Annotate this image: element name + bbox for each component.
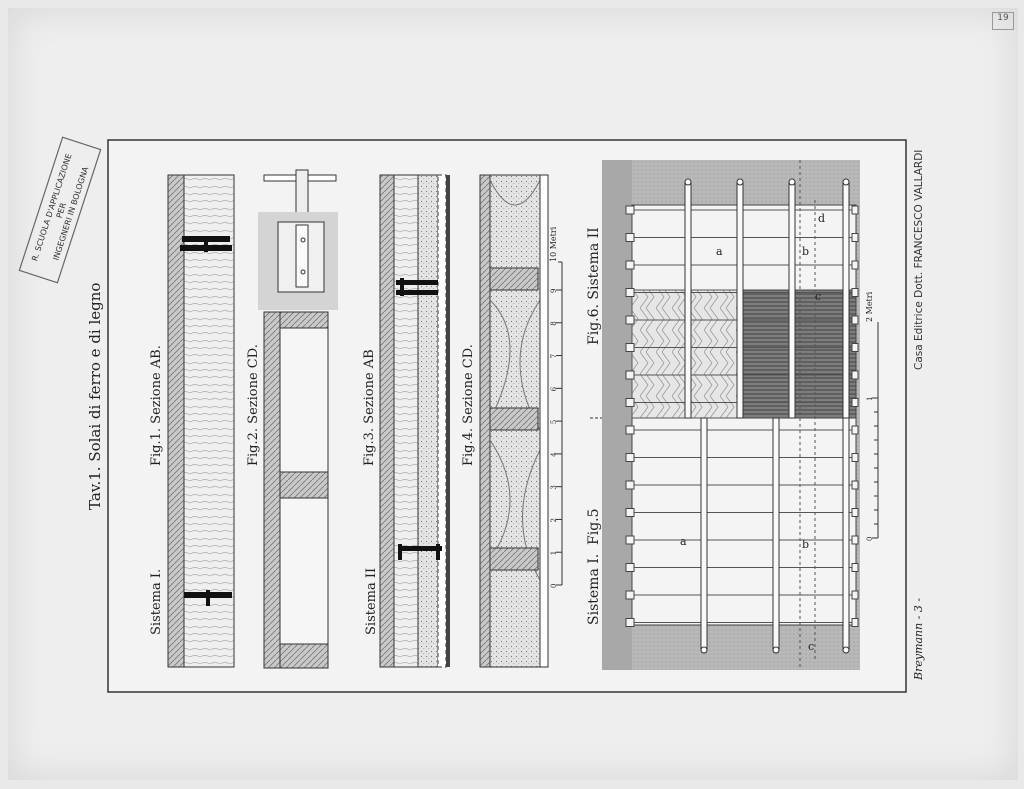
joist-end-right	[851, 425, 859, 435]
beam-anchor-upper	[842, 178, 850, 186]
sistema-1-label: Sistema I.	[149, 569, 164, 635]
beam-anchor-lower	[700, 646, 708, 654]
fig6-label: Fig.6. Sistema II	[586, 227, 602, 345]
beam-anchor-upper	[788, 178, 796, 186]
scale-upper-tick-label: 9	[550, 289, 558, 293]
scale-upper-tick-label: 8	[550, 321, 558, 325]
plan-beam-lower	[700, 417, 708, 651]
scale-lower-tick-label: 0	[866, 537, 874, 541]
joist-end-left	[625, 480, 635, 490]
fig5-sistema-label: Sistema I.	[586, 554, 602, 625]
library-stamp: R. SCUOLA D'APPLICAZIONE PER INGEGNERI I…	[18, 136, 102, 284]
joist-end-left	[625, 260, 635, 270]
plan-beam-upper	[788, 181, 796, 419]
joist-end-left	[625, 590, 635, 600]
fig1-label: Fig.1. Sezione AB.	[149, 345, 164, 466]
joist-end-right	[851, 618, 859, 627]
joist-end-right	[851, 370, 859, 380]
beam-anchor-upper	[684, 178, 692, 186]
fig4-section	[479, 174, 549, 668]
plate-title: Tav.1. Solai di ferro e di legno	[86, 283, 104, 510]
joist-end-left	[625, 508, 635, 517]
joist-end-left	[625, 618, 635, 627]
fig3-label: Fig.3. Sezione AB	[362, 349, 377, 466]
joist-end-left	[625, 233, 635, 242]
joist-end-right	[851, 590, 859, 600]
scale-upper-tick-label: 4	[550, 452, 558, 457]
joist-end-right	[851, 535, 859, 545]
joist-end-right	[851, 260, 859, 270]
scale-upper-tick-label: 7	[550, 354, 558, 358]
plan-letter-c-bottom: c	[808, 640, 814, 653]
scale-upper-tick-label: 3	[550, 485, 558, 489]
scale-upper-tick-label: 2	[550, 518, 558, 522]
scale-upper-tick-label: 1	[550, 551, 558, 555]
joist-end-left	[625, 288, 635, 297]
joist-end-left	[625, 315, 635, 325]
plan-beam-upper	[684, 181, 692, 419]
joist-end-left	[625, 563, 635, 572]
beam-anchor-lower	[772, 646, 780, 654]
joist-end-right	[851, 315, 859, 325]
plan-letter-d-top: d	[818, 212, 825, 225]
plan-beam-upper	[842, 181, 850, 419]
beam-anchor-upper	[736, 178, 744, 186]
fig3-section	[379, 174, 450, 668]
fig2-label: Fig.2. Sezione CD.	[246, 344, 261, 466]
publisher-credit: Casa Editrice Dott. FRANCESCO VALLARDI	[913, 150, 925, 370]
joist-end-left	[625, 425, 635, 435]
page-number-tab: 19	[992, 12, 1014, 30]
plan-letter-a-bottom: a	[680, 535, 687, 548]
fig1-section	[167, 174, 235, 668]
scale-lower-tick-label: 1	[866, 397, 874, 401]
author-mark: Breymann - 3 -	[912, 598, 925, 681]
beam-anchor-lower	[842, 646, 850, 654]
fig4-label: Fig.4. Sezione CD.	[461, 344, 476, 466]
joist-end-left	[625, 535, 635, 545]
floor-plan: a b c d a b c	[602, 160, 860, 670]
sistema-2-label: Sistema II	[364, 568, 379, 635]
fig5-label: Fig.5	[586, 508, 602, 545]
scale-upper-tick-label: 6	[550, 386, 558, 391]
joist-end-right	[851, 205, 859, 215]
plan-beam-upper	[736, 181, 744, 419]
joist-end-right	[851, 480, 859, 490]
scale-upper-tick-label: 0	[550, 584, 558, 588]
plan-letter-b-bottom: b	[802, 538, 809, 551]
joist-end-right	[851, 343, 859, 352]
scale-bar-upper: 10 Metri 0 1 2 3 4 5 6 7 8 9	[549, 226, 563, 588]
joist-end-left	[625, 205, 635, 215]
plan-beam-lower	[772, 417, 780, 651]
scale-bar-lower: 2 Metri 0 1	[865, 291, 879, 541]
scale-upper-tick-label: 5	[550, 420, 558, 424]
joist-end-left	[625, 370, 635, 380]
scale-upper-unit: 10 Metri	[549, 226, 558, 262]
joist-end-right	[851, 288, 859, 297]
plan-letter-a-top: a	[716, 245, 723, 258]
joist-end-right	[851, 453, 859, 462]
plan-beam-lower	[842, 417, 850, 651]
plan-letter-c-top: c	[815, 290, 821, 303]
joist-end-right	[851, 508, 859, 517]
joist-end-left	[625, 343, 635, 352]
scale-lower-unit: 2 Metri	[865, 291, 874, 322]
joist-end-right	[851, 398, 859, 407]
joist-end-right	[851, 563, 859, 572]
plan-letter-b-top: b	[802, 245, 809, 258]
joist-end-left	[625, 398, 635, 407]
fig2-section	[258, 169, 338, 669]
joist-end-right	[851, 233, 859, 242]
joist-end-left	[625, 453, 635, 462]
